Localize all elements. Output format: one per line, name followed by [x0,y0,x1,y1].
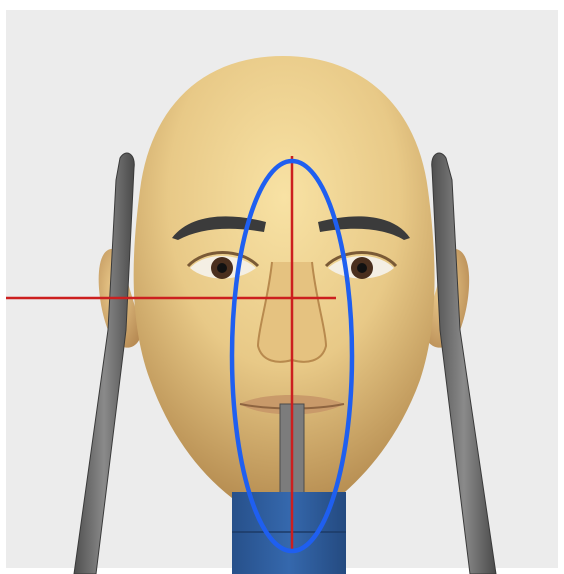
head-positioning-view [0,0,564,574]
scene-svg [0,0,564,574]
